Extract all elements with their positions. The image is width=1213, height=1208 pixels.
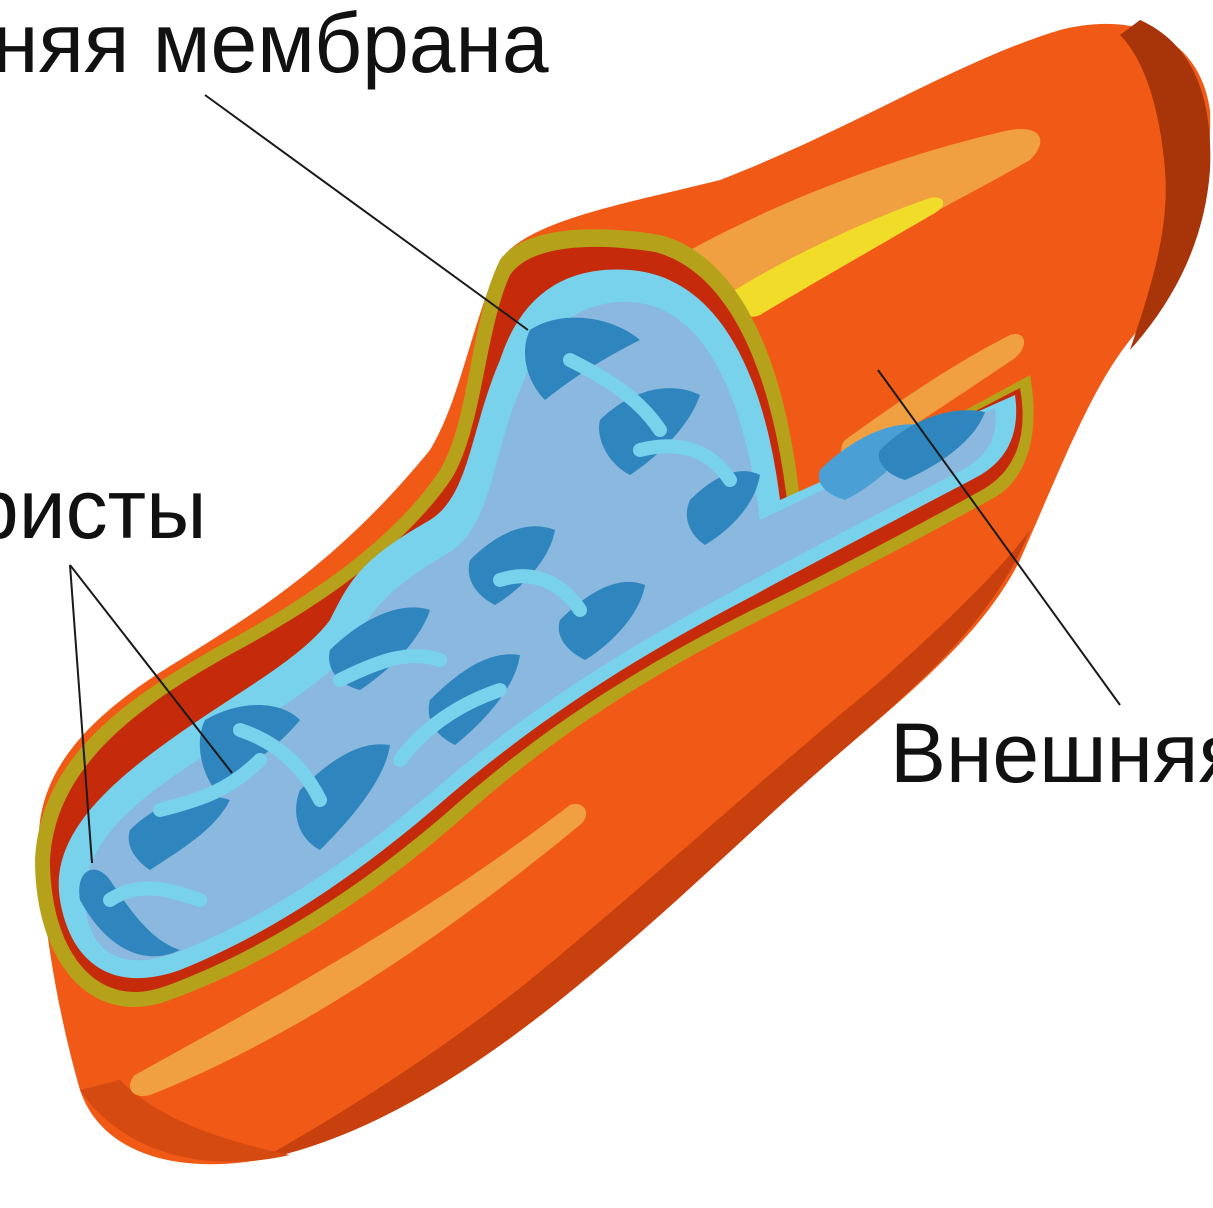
label-cristae: ристы bbox=[0, 462, 207, 556]
label-inner-membrane: няя мембрана bbox=[0, 0, 549, 90]
leader-inner-membrane bbox=[205, 95, 528, 330]
label-outer-membrane: Внешняя bbox=[890, 706, 1213, 800]
